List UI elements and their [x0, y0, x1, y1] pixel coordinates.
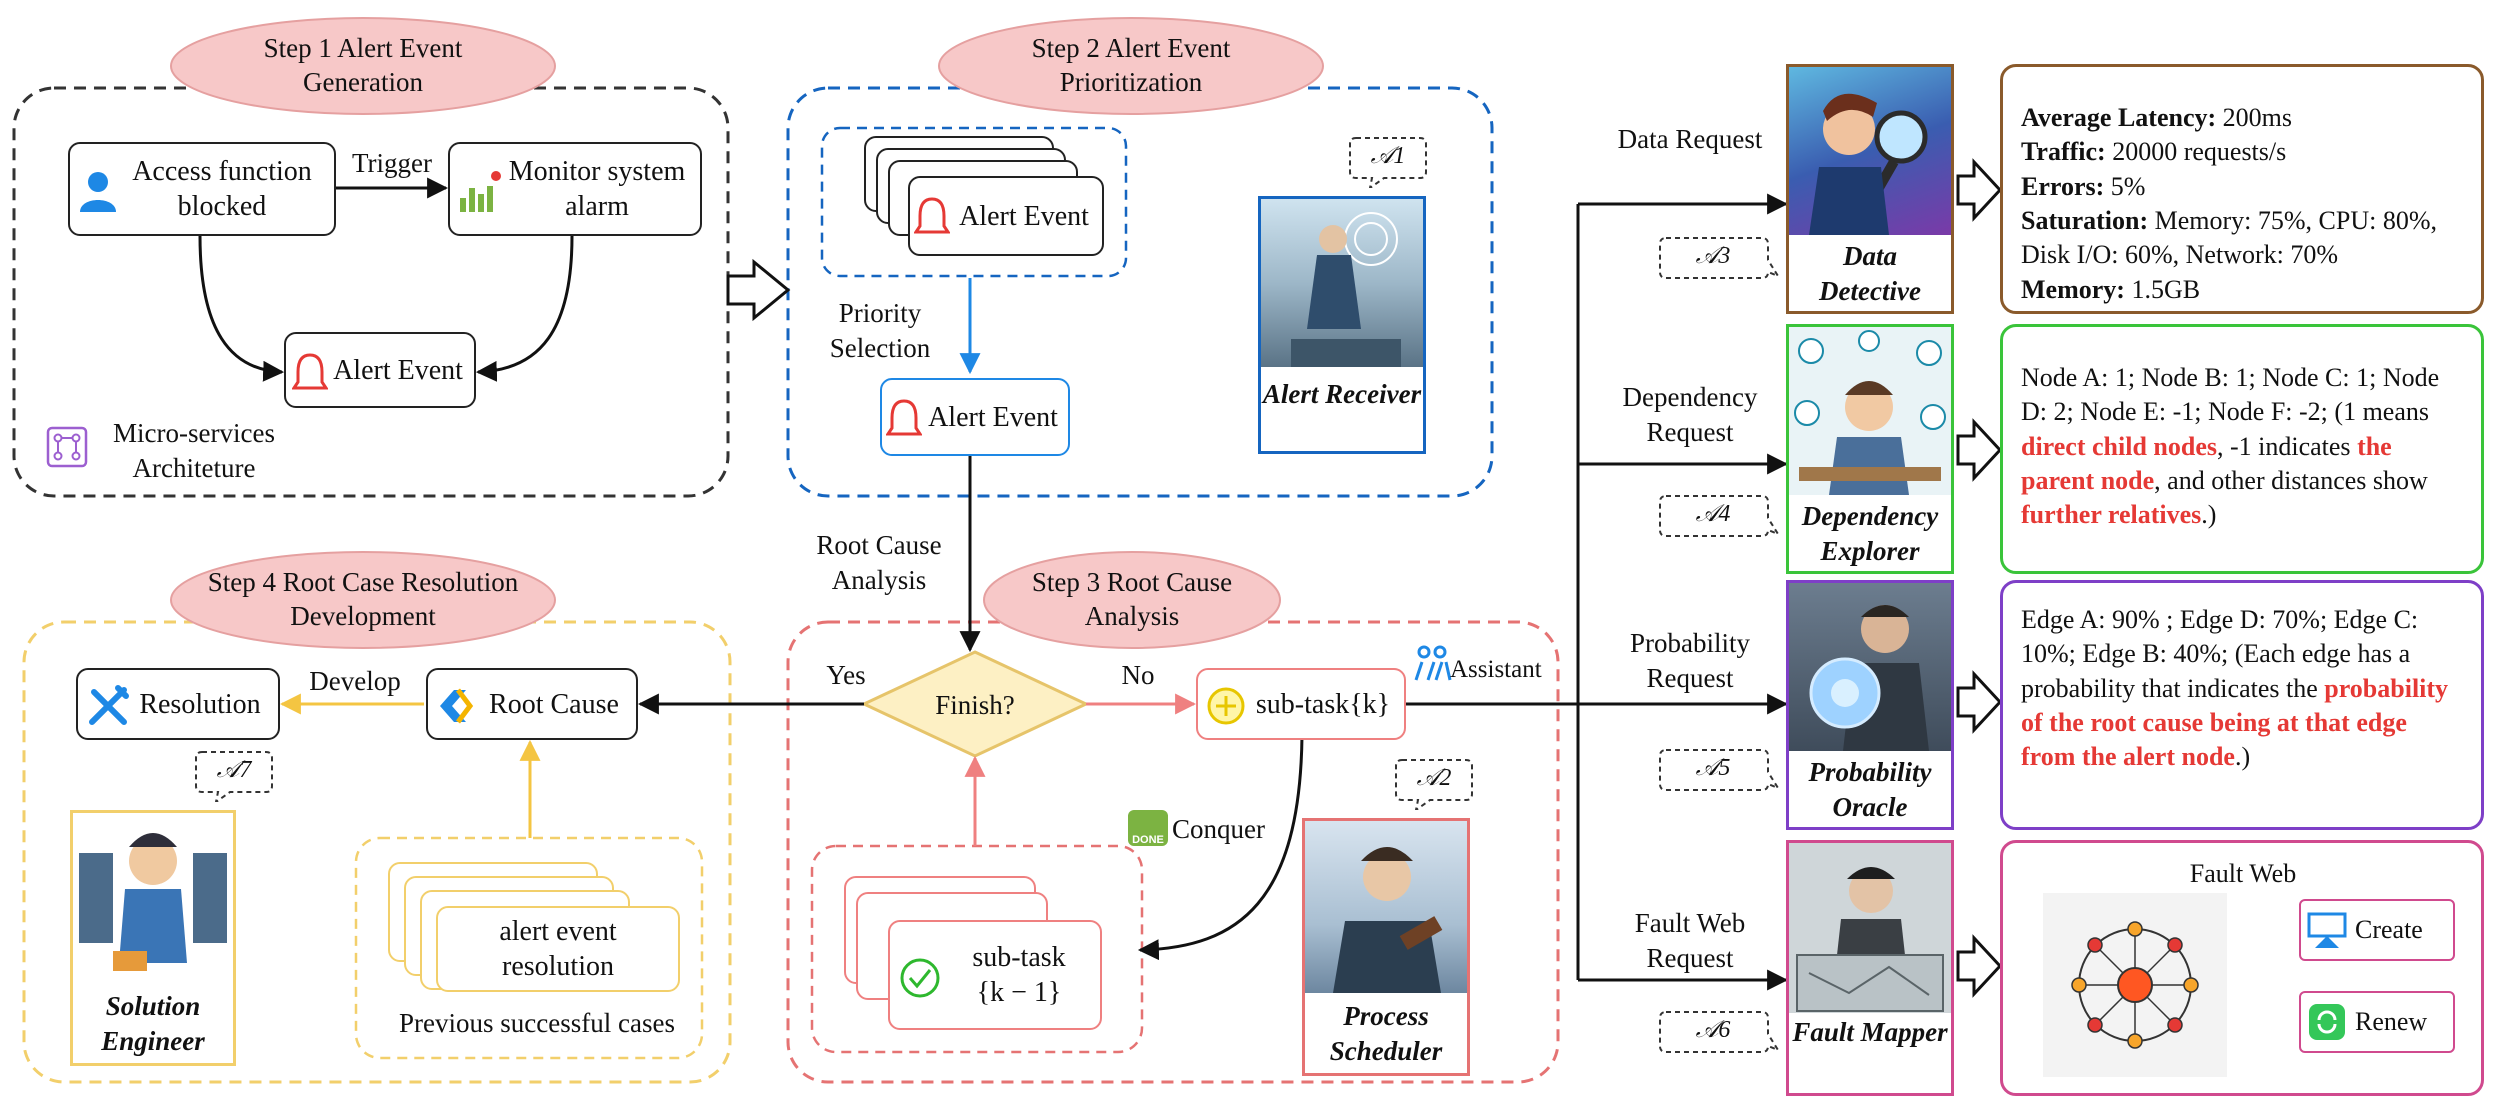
dependency-explorer-name: Dependency Explorer: [1801, 501, 1939, 567]
resolution-node: Resolution: [76, 668, 280, 740]
done-icon: DONE: [1128, 810, 1168, 846]
receiver-tag: 𝒜1: [1348, 136, 1428, 191]
subtask-k-node: sub-task{k}: [1196, 668, 1406, 740]
access-blocked-node: Access function blocked: [68, 142, 336, 236]
step2-title: Step 2 Alert Event Prioritization: [936, 14, 1326, 118]
chart-icon: [460, 171, 501, 212]
assistant-icon: [1414, 645, 1452, 681]
priority-selection-label: Priority Selection: [829, 298, 931, 364]
renew-button[interactable]: Renew: [2299, 991, 2455, 1053]
bell-icon: [914, 197, 950, 234]
probability-oracle-panel: Edge A: 90% ; Edge D: 70%; Edge C: 10%; …: [2000, 580, 2484, 830]
process-scheduler-agent: Process Scheduler: [1302, 818, 1470, 1076]
step4-frame: [22, 620, 732, 1084]
data-detective-portrait: [1789, 67, 1951, 235]
probability-oracle-agent: Probability Oracle: [1786, 580, 1954, 830]
microservices-label: Micro-services Architeture: [113, 418, 275, 484]
probability-request-label: Probability Request: [1630, 628, 1750, 694]
detective-tag: 𝒜3: [1658, 236, 1781, 286]
alert-receiver-portrait: [1261, 199, 1423, 367]
solution-engineer-agent: Solution Engineer: [70, 810, 236, 1066]
yes-label: Yes: [826, 660, 866, 690]
fault-mapper-name: Fault Mapper: [1792, 1017, 1948, 1047]
tools-icon: [89, 685, 129, 725]
finish-label: Finish?: [935, 690, 1015, 720]
solution-engineer-name: Solution Engineer: [101, 991, 205, 1057]
mapper-tag: 𝒜6: [1658, 1010, 1781, 1060]
user-icon: [80, 172, 116, 212]
rca-label: Root Cause Analysis: [816, 530, 942, 596]
engineer-tag: 𝒜7: [194, 750, 274, 805]
data-detective-panel: Average Latency: 200ms Traffic: 20000 re…: [2000, 64, 2484, 314]
check-circle-icon: [900, 958, 940, 998]
bell-icon: [886, 399, 922, 436]
dependency-request-label: Dependency Request: [1622, 382, 1758, 448]
scheduler-tag: 𝒜2: [1394, 758, 1474, 813]
renew-icon: [2309, 1004, 2345, 1040]
fault-mapper-portrait: [1789, 843, 1951, 1013]
data-detective-name: Data Detective: [1819, 241, 1921, 307]
alert-stack-front: Alert Event: [908, 176, 1104, 256]
process-scheduler-portrait: [1305, 821, 1467, 993]
develop-label: Develop: [309, 666, 401, 696]
probability-oracle-portrait: [1789, 583, 1951, 751]
step1-alert-node: Alert Event: [284, 332, 476, 408]
subtask-prev-node: sub-task {k − 1}: [888, 920, 1102, 1030]
assistant-label: Assistant: [1450, 656, 1542, 683]
probability-oracle-name: Probability Oracle: [1808, 757, 1932, 823]
step3-title: Step 3 Root Cause Analysis: [982, 548, 1282, 652]
process-scheduler-name: Process Scheduler: [1329, 1001, 1443, 1067]
fault-mapper-panel: Fault Web Create Renew: [2000, 840, 2484, 1096]
fault-mapper-agent: Fault Mapper: [1786, 840, 1954, 1096]
monitor-alarm-node: Monitor system alarm: [448, 142, 702, 236]
fault-web-title: Fault Web: [2189, 859, 2297, 888]
step2-alert-node: Alert Event: [880, 378, 1070, 456]
data-detective-agent: Data Detective: [1786, 64, 1954, 314]
dependency-explorer-agent: Dependency Explorer: [1786, 324, 1954, 574]
dependency-explorer-portrait: [1789, 327, 1951, 495]
data-request-label: Data Request: [1617, 124, 1763, 154]
trigger-label: Trigger: [351, 148, 432, 178]
conquer-label: Conquer: [1172, 814, 1265, 844]
microservices-icon: [46, 426, 88, 468]
create-button[interactable]: Create: [2299, 899, 2455, 961]
create-icon: [2307, 912, 2347, 948]
step4-title: Step 4 Root Case Resolution Development: [168, 548, 558, 652]
explorer-tag: 𝒜4: [1658, 494, 1781, 544]
previous-cases-label: Previous successful cases: [399, 1008, 675, 1038]
oracle-tag: 𝒜5: [1658, 748, 1781, 798]
alert-receiver-name: Alert Receiver: [1262, 379, 1422, 409]
solution-engineer-portrait: [73, 813, 233, 983]
alert-receiver-agent: Alert Receiver: [1258, 196, 1426, 454]
faultweb-request-label: Fault Web Request: [1634, 908, 1746, 974]
no-label: No: [1121, 660, 1155, 690]
root-cause-node: Root Cause: [426, 668, 638, 740]
plus-circle-icon: [1207, 687, 1245, 725]
fault-web-graph: [2043, 893, 2227, 1077]
step1-title: Step 1 Alert Event Generation: [168, 14, 558, 118]
dependency-explorer-panel: Node A: 1; Node B: 1; Node C: 1; Node D:…: [2000, 324, 2484, 574]
bell-icon: [292, 353, 328, 390]
alert-event-resolution-node: alert event resolution: [436, 906, 680, 992]
azure-icon: [440, 688, 474, 724]
